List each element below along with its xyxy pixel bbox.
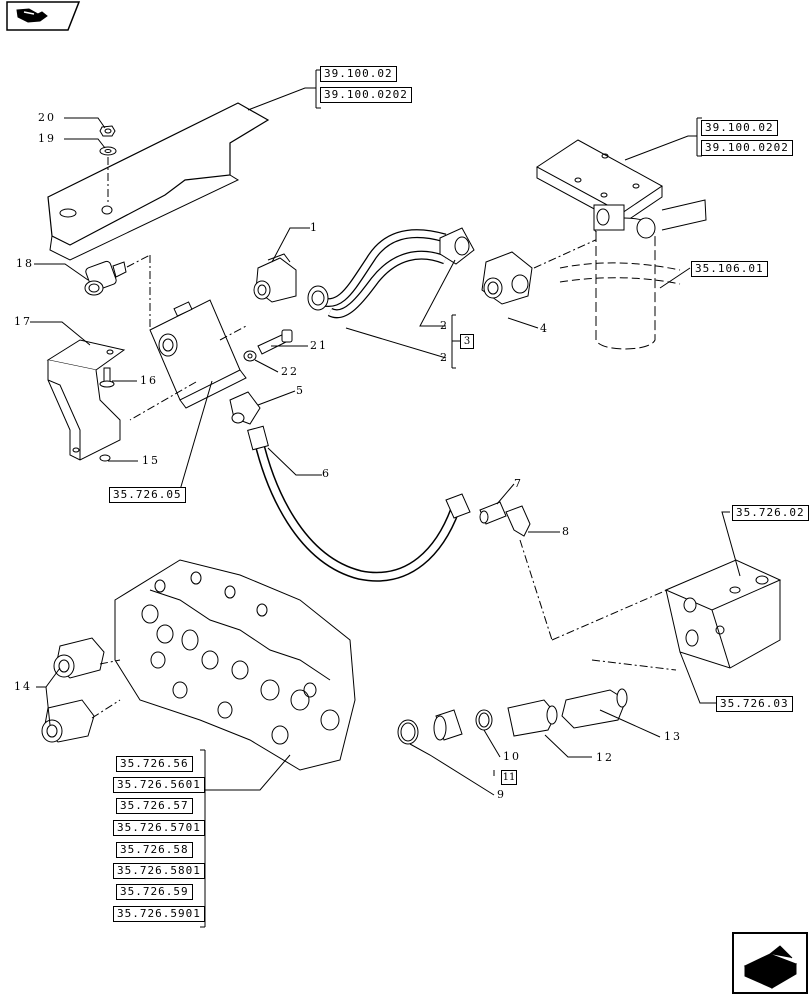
elbow-1 xyxy=(253,253,297,303)
nut-15 xyxy=(99,454,111,462)
ref-filter[interactable]: 35.106.01 xyxy=(691,261,768,277)
ref-right-bracket-1[interactable]: 39.100.02 xyxy=(701,120,778,136)
callout-20: 20 xyxy=(38,111,56,124)
bracket-17 xyxy=(46,339,126,461)
ref-right-bracket-2[interactable]: 39.100.0202 xyxy=(701,140,793,156)
adapter-18 xyxy=(84,260,127,296)
callout-17: 17 xyxy=(14,315,32,328)
callout-5: 5 xyxy=(296,384,305,397)
ref-top-bracket-2[interactable]: 39.100.0202 xyxy=(320,87,412,103)
ref-top-bracket-1[interactable]: 39.100.02 xyxy=(320,66,397,82)
o-ring-9 xyxy=(397,719,419,745)
ref-control-valve-1[interactable]: 35.726.56 xyxy=(116,756,193,772)
ref-control-valve-8[interactable]: 35.726.5901 xyxy=(113,906,205,922)
hose-6 xyxy=(247,425,471,582)
ref-right-block-bottom[interactable]: 35.726.03 xyxy=(716,696,793,712)
callout-2b: 2 xyxy=(440,351,449,364)
fitting-5 xyxy=(229,391,261,425)
next-page-arrow-icon[interactable] xyxy=(732,932,808,994)
ref-right-block-top[interactable]: 35.726.02 xyxy=(732,505,809,521)
manifold-block-right xyxy=(664,559,782,669)
tube-2 xyxy=(307,227,475,319)
washer-22 xyxy=(243,350,257,362)
callout-11: 11 xyxy=(501,770,517,785)
callout-19: 19 xyxy=(38,132,56,145)
callout-18: 18 xyxy=(16,257,34,270)
solenoid-14-lower xyxy=(41,699,95,743)
ref-control-valve-4[interactable]: 35.726.5701 xyxy=(113,820,205,836)
callout-2a: 2 xyxy=(440,319,449,332)
callout-1: 1 xyxy=(310,221,319,234)
callout-21: 21 xyxy=(310,339,328,352)
ref-control-valve-2[interactable]: 35.726.5601 xyxy=(113,777,205,793)
ref-control-valve-7[interactable]: 35.726.59 xyxy=(116,884,193,900)
o-ring-10 xyxy=(475,709,493,731)
callout-13: 13 xyxy=(664,730,682,743)
ref-control-valve-6[interactable]: 35.726.5801 xyxy=(113,863,205,879)
ref-valve-block[interactable]: 35.726.05 xyxy=(109,487,186,503)
callout-6: 6 xyxy=(322,467,331,480)
elbow-8 xyxy=(505,505,531,537)
washer-19 xyxy=(99,146,117,156)
callout-16: 16 xyxy=(140,374,158,387)
solenoid-14-upper xyxy=(53,637,105,679)
coupler-12 xyxy=(507,699,558,737)
callout-3: 3 xyxy=(460,334,474,349)
nipple-7 xyxy=(479,501,507,525)
nut-20 xyxy=(99,125,116,137)
callout-12: 12 xyxy=(596,751,614,764)
valve-block xyxy=(149,299,247,409)
ref-control-valve-3[interactable]: 35.726.57 xyxy=(116,798,193,814)
book-nav-icon[interactable] xyxy=(6,1,81,31)
bolt-21 xyxy=(257,329,293,355)
callout-22: 22 xyxy=(281,365,299,378)
hydraulic-filter xyxy=(559,204,681,350)
ref-control-valve-5[interactable]: 35.726.58 xyxy=(116,842,193,858)
callout-10: 10 xyxy=(503,750,521,763)
screw-16 xyxy=(99,367,115,388)
control-valve-assembly xyxy=(114,559,356,771)
leader-lines xyxy=(30,69,741,928)
callout-14: 14 xyxy=(14,680,32,693)
callout-7: 7 xyxy=(514,477,523,490)
callout-4: 4 xyxy=(540,322,549,335)
support-bracket-plate xyxy=(47,102,270,261)
callout-15: 15 xyxy=(142,454,160,467)
callout-8: 8 xyxy=(562,525,571,538)
coupler-13 xyxy=(561,688,628,729)
adapter-11 xyxy=(433,709,463,741)
tee-fitting-4 xyxy=(481,251,533,305)
callout-9: 9 xyxy=(497,788,506,801)
